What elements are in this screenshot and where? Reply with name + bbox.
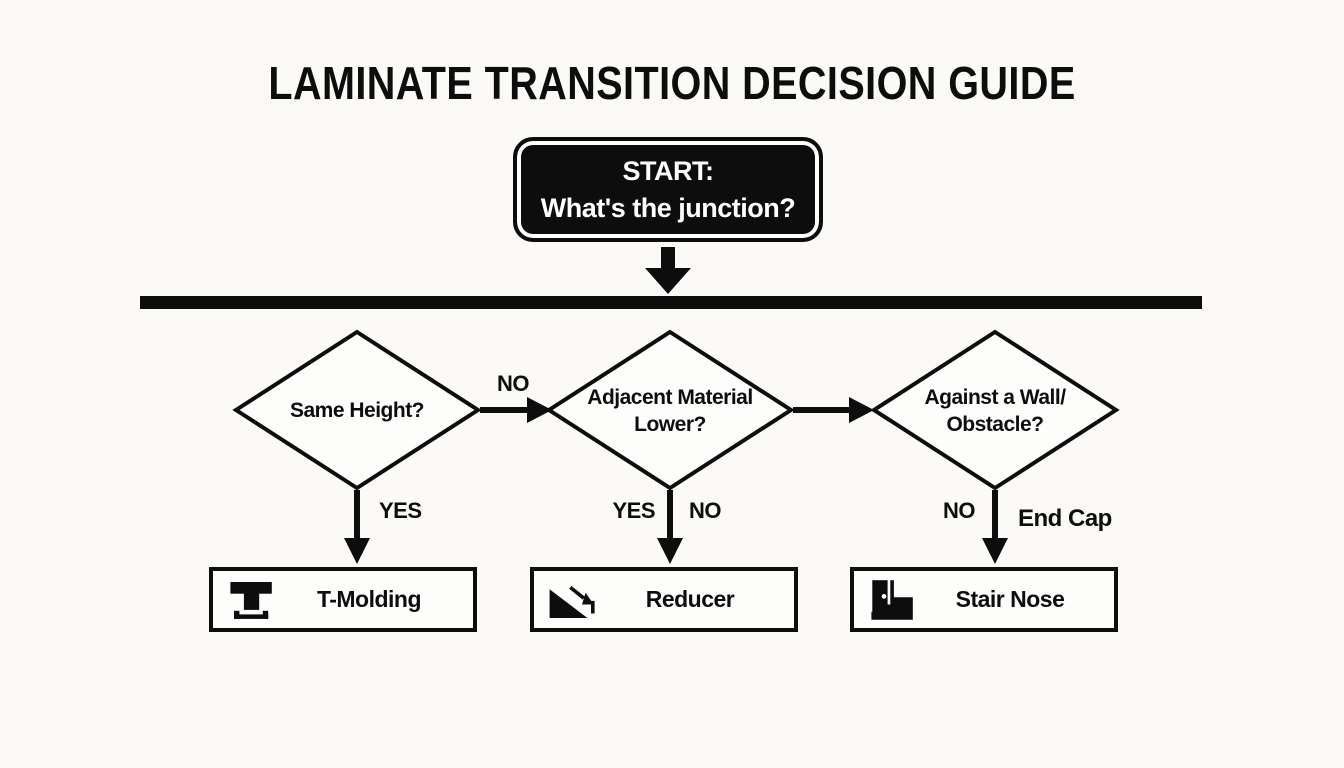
result-label: T-Molding (316, 586, 422, 612)
edge-label-end-cap-d3: End Cap (1018, 505, 1112, 532)
arrow-d2-to-d3 (793, 397, 874, 423)
stair-nose-icon (854, 577, 932, 623)
arrow-d1-to-result (344, 490, 370, 564)
edge-label-no-d2: NO (689, 498, 722, 523)
edge-label-no-d3: NO (943, 498, 976, 523)
decision-label-adjacent-material-lower: Adjacent Material Lower? (587, 386, 753, 437)
decision-label-against-wall-obstacle: Against a Wall/ Obstacle? (924, 386, 1066, 437)
result-label: Reducer (645, 586, 735, 612)
edge-label-yes-d1: YES (379, 498, 422, 523)
edge-label-no-d1-d2: NO (497, 371, 530, 396)
t-molding-profile-icon (213, 577, 291, 623)
arrow-d2-to-result (657, 490, 683, 564)
start-node: START: What's the junction? (513, 137, 823, 242)
result-label: Stair Nose (955, 586, 1065, 612)
edge-label-yes-d2: YES (612, 498, 655, 523)
arrow-d1-to-d2 (480, 397, 552, 423)
result-box-t-molding: T-Molding (209, 567, 477, 632)
page-title: LAMINATE TRANSITION DECISION GUIDE (268, 57, 1076, 109)
section-divider-bar (140, 296, 1202, 309)
decision-label-same-height: Same Height? (289, 399, 425, 422)
reducer-ramp-icon (534, 577, 612, 623)
result-box-stair-nose: Stair Nose (850, 567, 1118, 632)
result-box-reducer: Reducer (530, 567, 798, 632)
arrow-d3-to-result (982, 490, 1008, 564)
start-node-line2: What's the junction? (540, 192, 796, 223)
start-node-line1: START: (622, 156, 715, 187)
start-down-arrow (645, 247, 691, 294)
